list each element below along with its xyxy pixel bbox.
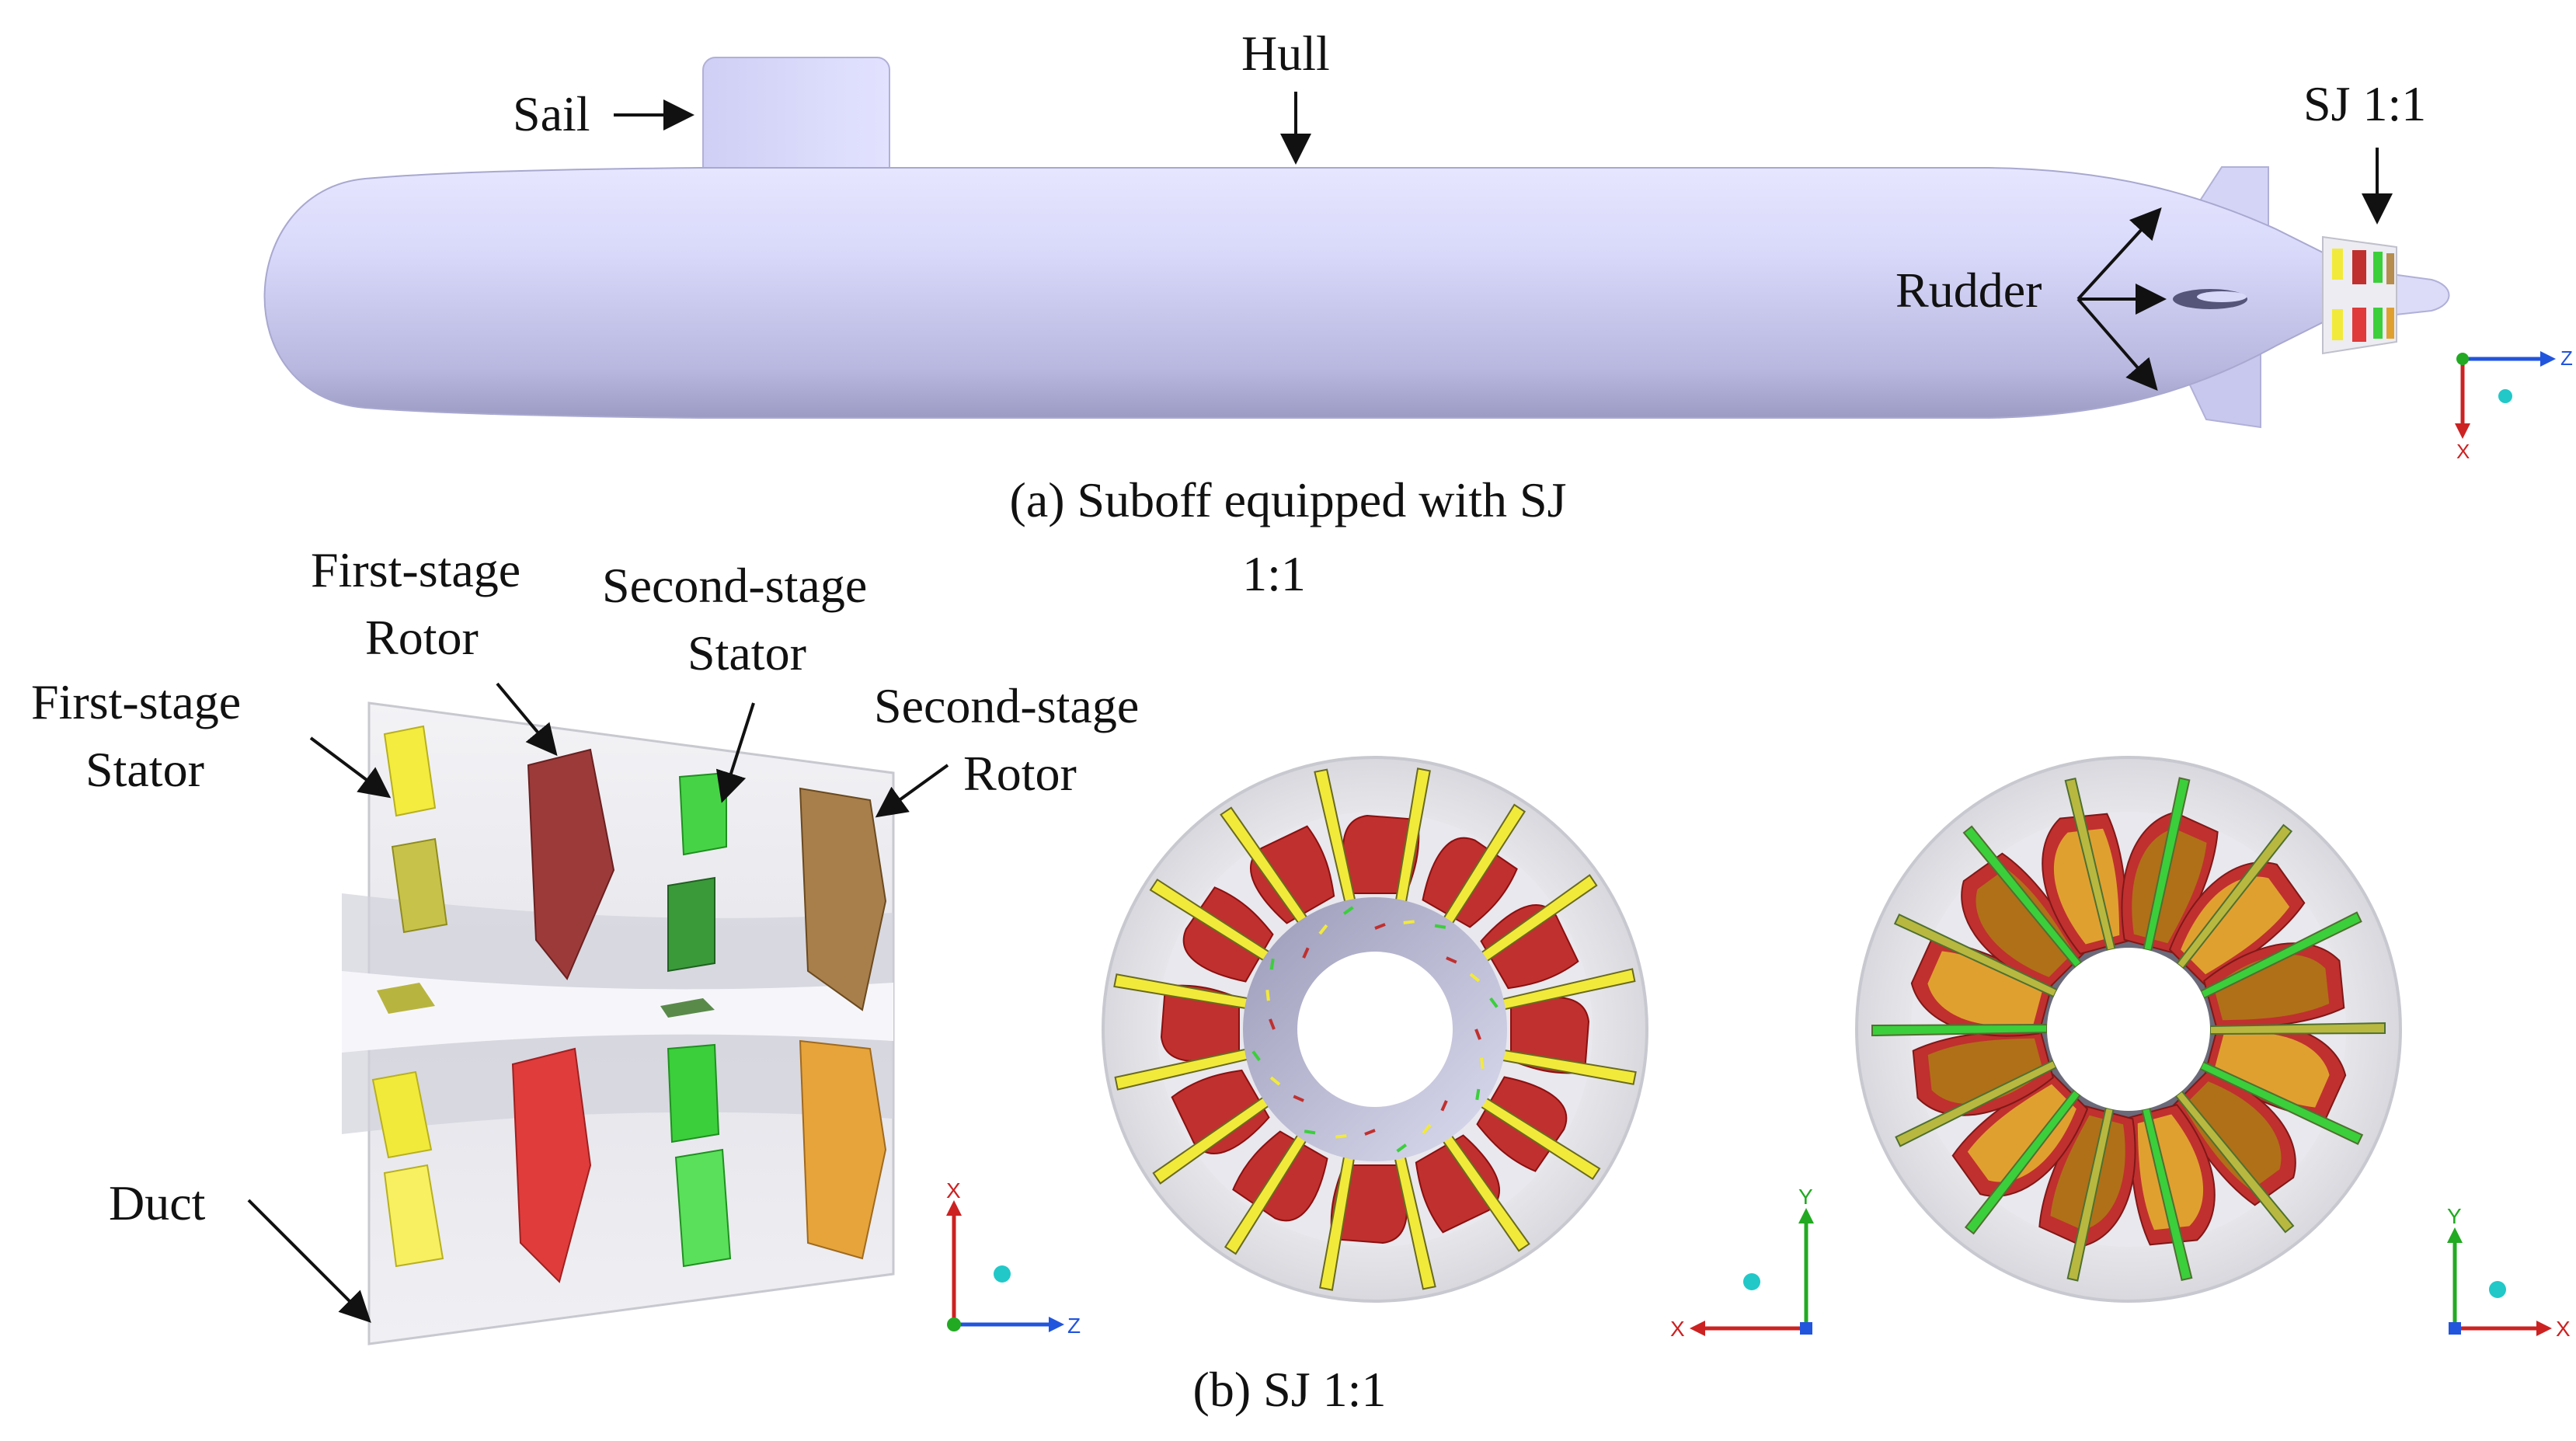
label-second-stator-1: Second-stage (602, 558, 867, 613)
hub-blade-root (1335, 1134, 1347, 1139)
label-second-stator-2: Stator (688, 625, 806, 680)
hub-blade-root (1474, 1029, 1481, 1040)
hub-blade-root (1364, 1129, 1376, 1136)
arrow-rudder-upper (2076, 207, 2162, 301)
caption-a-line2: 1:1 (1242, 546, 1306, 601)
stator-vane-back (1962, 825, 2083, 969)
axis-back-y: Y (2447, 1204, 2462, 1228)
stator-vane-back (1895, 1059, 2058, 1147)
hub-blade-root (1440, 1100, 1448, 1112)
axis-triad-back: Y X (2447, 1204, 2571, 1341)
stator-vane-back (2066, 1106, 2115, 1282)
stator-vane-back (2199, 911, 2362, 1000)
rotor-blade-back (2204, 1022, 2347, 1119)
axis-front-y: Y (1798, 1185, 1813, 1209)
submarine (263, 57, 2450, 429)
label-second-rotor-1: Second-stage (874, 678, 1139, 733)
arrow-rudder-lower (2076, 298, 2158, 392)
axis-back-x: X (2556, 1317, 2571, 1341)
first-stage-stator (371, 725, 448, 1268)
axis-top-x: X (2456, 440, 2470, 463)
sj-front-view (1102, 756, 1648, 1303)
stator-vane-back (2174, 1090, 2295, 1234)
stator-vane-back (2143, 777, 2191, 952)
hub-bore-front (1297, 952, 1453, 1107)
label-first-stator-2: Stator (85, 742, 204, 797)
axis-triad-side: X Z (946, 1178, 1081, 1338)
axis-triad-front: Y X (1670, 1185, 1814, 1341)
stator-vane-back (2209, 1022, 2386, 1036)
axis-triad-top: Z X (2455, 346, 2573, 463)
hub-blade-root (1475, 1088, 1481, 1101)
hub-blade-root (1302, 947, 1310, 959)
hub-blade-root (1480, 1057, 1485, 1069)
caption-b: (b) SJ 1:1 (1193, 1362, 1387, 1417)
axis-top-z: Z (2560, 346, 2573, 370)
rotor-blade-front (1415, 1134, 1500, 1234)
second-stage-rotor (799, 787, 887, 1260)
arrow-duct (247, 1199, 371, 1323)
hub-blade-root (1446, 956, 1457, 964)
label-duct: Duct (109, 1175, 206, 1230)
hub-blade-root (1269, 958, 1275, 970)
hub-blade-root (1304, 1129, 1316, 1135)
stator-vane-back (2198, 1060, 2364, 1146)
hub-blade-root (1265, 990, 1270, 1001)
first-stage-rotor (511, 748, 615, 1283)
stator-vane-back (2175, 823, 2293, 970)
hub-blade-root (1434, 924, 1446, 929)
hub-blade-root (1422, 1123, 1432, 1135)
arrow-first-stator (309, 736, 392, 799)
arrow-second-rotor (875, 764, 949, 818)
hub-blade-root (1269, 1018, 1276, 1030)
arrow-second-stator (715, 702, 755, 803)
sj-unit-small (2322, 235, 2397, 355)
rotor-blade-front (1480, 904, 1579, 990)
rotor-blade-front (1250, 825, 1335, 924)
hub-blade-root (1469, 973, 1481, 983)
hull (263, 167, 2348, 419)
axis-side-z: Z (1067, 1314, 1081, 1338)
sj-back-view (1855, 756, 2402, 1303)
hub-blade-root (1342, 906, 1354, 915)
label-rudder: Rudder (1895, 263, 2042, 318)
rotor-blade-front (1171, 1069, 1270, 1154)
hub-bore-back (2047, 948, 2210, 1111)
label-sj: SJ 1:1 (2303, 76, 2426, 131)
label-first-rotor-1: First-stage (311, 542, 520, 597)
label-first-rotor-2: Rotor (365, 610, 479, 665)
label-sail: Sail (513, 86, 590, 141)
stator-vane-back (2064, 777, 2116, 952)
hub-blade-root (1374, 923, 1386, 930)
second-stage-stator (660, 771, 732, 1268)
arrow-first-rotor (496, 682, 558, 757)
hub-blade-root (1489, 997, 1499, 1008)
stator-vane-back (1964, 1088, 2082, 1235)
label-first-stator-1: First-stage (31, 674, 241, 729)
caption-a-line1: (a) Suboff equipped with SJ (1010, 472, 1567, 527)
sail (702, 57, 890, 183)
hub-blade-root (1293, 1095, 1304, 1102)
sj-side-view (342, 701, 895, 1345)
hub-blade-root (1251, 1050, 1261, 1062)
stator-vane-back (2141, 1107, 2193, 1282)
stator-vane-back (1893, 913, 2059, 998)
axis-side-x: X (946, 1178, 961, 1203)
hub-blade-root (1318, 924, 1328, 935)
label-hull: Hull (1241, 26, 1330, 81)
label-second-rotor-2: Rotor (963, 746, 1077, 801)
stator-vane-back (1871, 1023, 2048, 1037)
hub-blade-root (1403, 920, 1415, 924)
hub-blade-root (1269, 1076, 1281, 1086)
hub-blade-root (1396, 1143, 1408, 1153)
axis-front-x: X (1670, 1317, 1685, 1341)
